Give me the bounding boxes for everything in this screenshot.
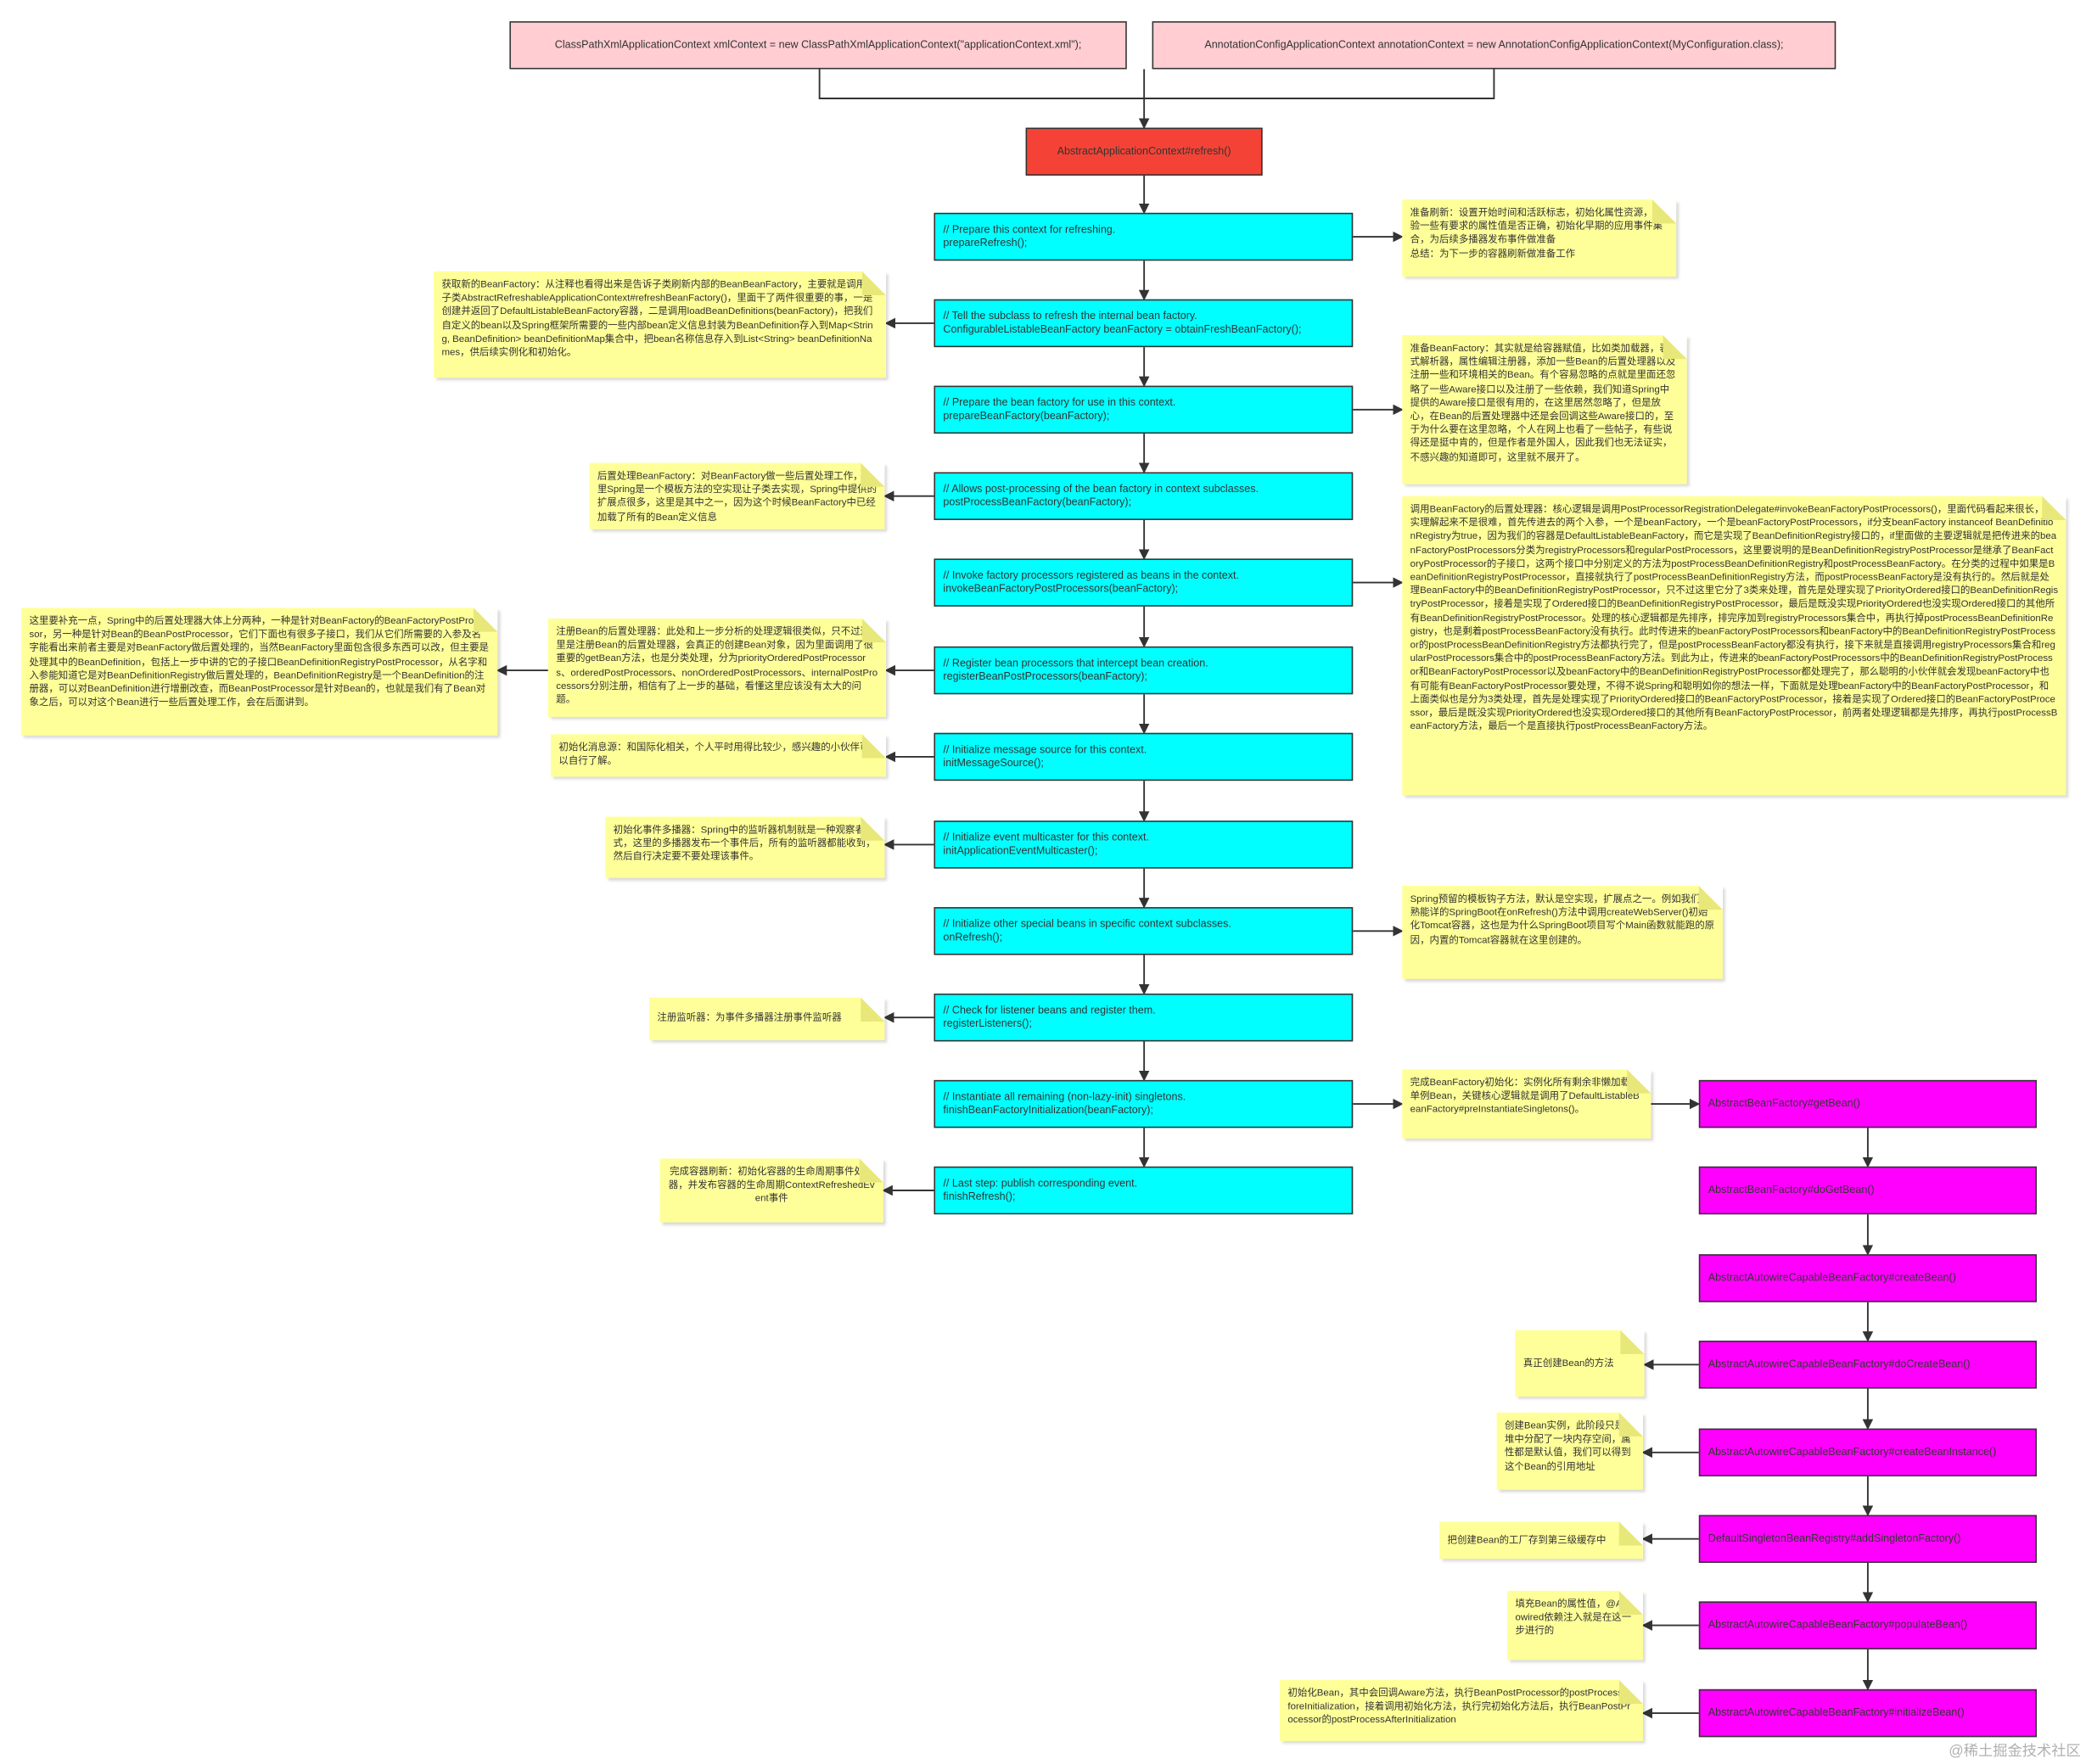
step-init-multicaster[interactable]: // Initialize event multicaster for this… xyxy=(934,820,1354,869)
note-init-multicaster: 初始化事件多播器：Spring中的监听器机制就是一种观察者模式，这里的多播器发布… xyxy=(605,816,885,878)
step-text: // Instantiate all remaining (non-lazy-i… xyxy=(943,1090,1186,1117)
getbean-step-populate-bean[interactable]: AbstractAutowireCapableBeanFactory#popul… xyxy=(1698,1601,2037,1649)
step-text: // Register bean processors that interce… xyxy=(943,657,1208,683)
getbean-step-text: AbstractBeanFactory#doGetBean() xyxy=(1707,1184,1875,1196)
note-finish-refresh: 完成容器刷新：初始化容器的生命周期事件处理器，并发布容器的生命周期Context… xyxy=(659,1158,883,1223)
note-prepare-bean-factory: 准备BeanFactory：其实就是给容器赋值，比如类加载器，表达式解析器，属性… xyxy=(1402,335,1687,484)
note-prepare-refresh: 准备刷新：设置开始时间和活跃标志，初始化属性资源，校验一些有要求的属性值是否正确… xyxy=(1402,199,1677,277)
getbean-step-text: AbstractAutowireCapableBeanFactory#popul… xyxy=(1707,1618,1968,1631)
connector-line xyxy=(818,69,1495,99)
step-prepare-bean-factory[interactable]: // Prepare the bean factory for use in t… xyxy=(934,385,1354,434)
step-on-refresh[interactable]: // Initialize other special beans in spe… xyxy=(934,907,1354,955)
step-finish-bf-init[interactable]: // Instantiate all remaining (non-lazy-i… xyxy=(934,1079,1354,1128)
step-post-process-bean-factory[interactable]: // Allows post-processing of the bean fa… xyxy=(934,472,1354,520)
step-register-bpp[interactable]: // Register bean processors that interce… xyxy=(934,646,1354,695)
step-text: // Tell the subclass to refresh the inte… xyxy=(943,310,1302,336)
getbean-step-create-bean[interactable]: AbstractAutowireCapableBeanFactory#creat… xyxy=(1698,1254,2037,1302)
step-text: // Allows post-processing of the bean fa… xyxy=(943,483,1259,508)
connector-lines xyxy=(496,69,1874,1719)
note-init-message-source: 初始化消息源：和国际化相关，个人平时用得比较少，感兴趣的小伙伴可以自行了解。 xyxy=(550,734,887,777)
getbean-step-text: AbstractAutowireCapableBeanFactory#creat… xyxy=(1707,1271,1956,1284)
step-text: // Last step: publish corresponding even… xyxy=(943,1177,1138,1203)
step-text: // Invoke factory processors registered … xyxy=(943,568,1239,595)
getbean-step-text: AbstractAutowireCapableBeanFactory#doCre… xyxy=(1707,1358,1971,1370)
getbean-step-do-create-bean[interactable]: AbstractAutowireCapableBeanFactory#doCre… xyxy=(1698,1341,2037,1389)
note-post-process-bean-factory: 后置处理BeanFactory：对BeanFactory做一些后置处理工作，这里… xyxy=(589,462,885,529)
step-obtain-fresh-bean-factory[interactable]: // Tell the subclass to refresh the inte… xyxy=(934,299,1354,348)
getbean-step-get-bean[interactable]: AbstractBeanFactory#getBean() xyxy=(1698,1079,2037,1128)
xml-context-text: ClassPathXmlApplicationContext xmlContex… xyxy=(554,38,1082,51)
getbean-step-do-get-bean[interactable]: AbstractBeanFactory#doGetBean() xyxy=(1698,1166,2037,1215)
step-register-listeners[interactable]: // Check for listener beans and register… xyxy=(934,993,1354,1042)
refresh-method-text: AbstractApplicationContext#refresh() xyxy=(1057,144,1231,157)
note-populate-bean: 填充Bean的属性值，@Autowired依赖注入就是在这一步进行的 xyxy=(1507,1590,1643,1660)
note-do-create-bean: 真正创建Bean的方法 xyxy=(1515,1330,1645,1397)
getbean-step-text: AbstractAutowireCapableBeanFactory#initi… xyxy=(1707,1706,1965,1719)
step-text: // Initialize event multicaster for this… xyxy=(943,831,1149,857)
step-init-message-source[interactable]: // Initialize message source for this co… xyxy=(934,732,1354,781)
annotation-context-box[interactable]: AnnotationConfigApplicationContext annot… xyxy=(1152,21,1836,70)
getbean-step-initialize-bean[interactable]: AbstractAutowireCapableBeanFactory#initi… xyxy=(1698,1688,2037,1738)
refresh-method-box[interactable]: AbstractApplicationContext#refresh() xyxy=(1025,127,1263,176)
note-on-refresh: Spring预留的模板钩子方法，默认是空实现，扩展点之一。例如我们耳熟能详的Sp… xyxy=(1402,886,1724,979)
note-finish-bf-init: 完成BeanFactory初始化：实例化所有剩余非懒加载的单例Bean，关键核心… xyxy=(1402,1069,1651,1139)
step-text: // Initialize other special beans in spe… xyxy=(943,917,1231,944)
getbean-step-add-singleton-factory[interactable]: DefaultSingletonBeanRegistry#addSingleto… xyxy=(1698,1515,2037,1563)
step-text: // Initialize message source for this co… xyxy=(943,743,1147,770)
getbean-step-text: AbstractBeanFactory#getBean() xyxy=(1707,1097,1860,1110)
getbean-step-text: DefaultSingletonBeanRegistry#addSingleto… xyxy=(1707,1532,1961,1544)
note-create-bean-instance: 创建Bean实例，此阶段只是在堆中分配了一块内存空间，属性都是默认值，我们可以得… xyxy=(1496,1412,1643,1490)
xml-context-box[interactable]: ClassPathXmlApplicationContext xmlContex… xyxy=(509,21,1127,70)
note-register-listeners: 注册监听器：为事件多播器注册事件监听器 xyxy=(648,997,885,1040)
step-text: // Prepare this context for refreshing.p… xyxy=(943,223,1116,249)
step-prepare-refresh[interactable]: // Prepare this context for refreshing.p… xyxy=(934,212,1354,261)
step-finish-refresh[interactable]: // Last step: publish corresponding even… xyxy=(934,1166,1354,1215)
note-add-singleton-factory: 把创建Bean的工厂存到第三级缓存中 xyxy=(1439,1521,1643,1560)
step-text: // Check for listener beans and register… xyxy=(943,1004,1156,1030)
note-obtain-bean-factory: 获取新的BeanFactory：从注释也看得出来是告诉子类刷新内部的BeanBe… xyxy=(434,271,887,378)
annotation-context-text: AnnotationConfigApplicationContext annot… xyxy=(1204,38,1784,51)
step-invoke-bfpp[interactable]: // Invoke factory processors registered … xyxy=(934,558,1354,607)
note-initialize-bean: 初始化Bean，其中会回调Aware方法，执行BeanPostProcessor… xyxy=(1280,1679,1643,1741)
note-invoke-bfpp: 调用BeanFactory的后置处理器：核心逻辑是调用PostProcessor… xyxy=(1402,496,2066,796)
watermark: @稀土掘金技术社区 xyxy=(1949,1744,2081,1760)
getbean-step-create-bean-instance[interactable]: AbstractAutowireCapableBeanFactory#creat… xyxy=(1698,1428,2037,1477)
step-text: // Prepare the bean factory for use in t… xyxy=(943,396,1176,422)
note-register-bpp: 注册Bean的后置处理器：此处和上一步分析的处理逻辑很类似，只不过这里是注册Be… xyxy=(547,618,887,717)
getbean-step-text: AbstractAutowireCapableBeanFactory#creat… xyxy=(1707,1445,1997,1459)
note-bpp-supplement: 这里要补充一点，Spring中的后置处理器大体上分两种，一种是针对BeanFac… xyxy=(21,608,498,736)
